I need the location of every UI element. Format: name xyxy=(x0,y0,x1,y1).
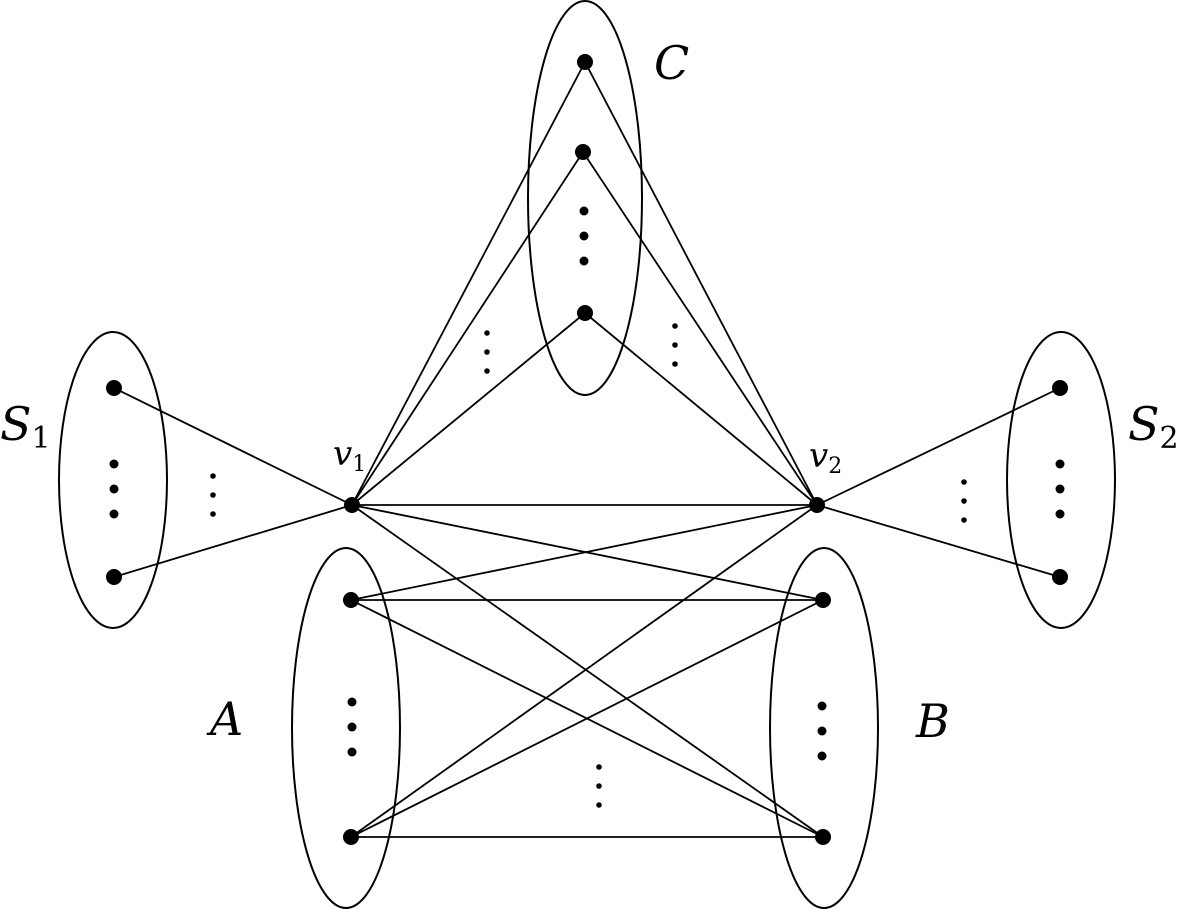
set-b-label: B xyxy=(915,694,950,748)
set-c-ellipse xyxy=(527,0,643,396)
set-a-ellipse xyxy=(291,547,401,909)
edge xyxy=(351,504,824,838)
ellipsis-c xyxy=(579,206,589,266)
edge xyxy=(351,312,586,506)
ellipsis-v2-c-edges xyxy=(672,323,678,367)
set-s1-sub: 1 xyxy=(32,421,51,456)
edge xyxy=(113,504,353,578)
edge xyxy=(816,504,1061,578)
ellipsis-a-b-edges xyxy=(596,764,602,808)
edge xyxy=(350,599,824,838)
ellipsis-s1 xyxy=(109,459,119,519)
vertex-v1-sub: 1 xyxy=(352,452,366,477)
vertex-v2-base: v xyxy=(809,436,828,476)
vertex-v1 xyxy=(344,497,360,513)
vertex-b-1 xyxy=(815,592,831,608)
ellipsis-s2-edges xyxy=(961,479,967,523)
vertex-v2-sub: 2 xyxy=(828,454,842,479)
edge xyxy=(584,61,818,506)
set-s2-label: S2 xyxy=(1128,397,1178,456)
set-s1-ellipse xyxy=(58,331,168,629)
set-b-ellipse xyxy=(769,547,879,909)
vertex-b-2 xyxy=(815,829,831,845)
set-s1-label: S1 xyxy=(0,397,51,456)
vertex-s2-1 xyxy=(1052,380,1068,396)
ellipsis-b xyxy=(817,701,827,761)
vertex-s2-2 xyxy=(1052,569,1068,585)
ellipsis-s1-edges xyxy=(210,473,216,517)
set-s2-ellipse xyxy=(1006,331,1116,629)
ellipsis-v1-c-edges xyxy=(484,330,490,374)
edge xyxy=(113,387,353,506)
vertex-s1-1 xyxy=(106,380,122,396)
vertex-a-2 xyxy=(343,829,359,845)
vertex-v2-label: v2 xyxy=(809,436,842,479)
vertex-c-3 xyxy=(577,305,593,321)
edge xyxy=(350,504,818,601)
set-c-label: C xyxy=(654,36,689,90)
vertex-v1-base: v xyxy=(333,434,352,474)
edge xyxy=(351,61,586,506)
edge xyxy=(816,387,1061,506)
edge xyxy=(584,312,818,506)
vertex-a-1 xyxy=(343,592,359,608)
vertex-v2 xyxy=(809,497,825,513)
set-s2-sub: 2 xyxy=(1160,421,1178,456)
edge xyxy=(351,151,584,506)
vertex-c-1 xyxy=(577,54,593,70)
set-a-label: A xyxy=(206,692,243,746)
ellipsis-a xyxy=(347,697,357,757)
edge xyxy=(582,151,818,506)
set-s1-base: S xyxy=(0,397,32,451)
vertex-v1-label: v1 xyxy=(333,434,366,477)
vertex-c-2 xyxy=(575,144,591,160)
edge xyxy=(350,504,818,838)
set-s2-base: S xyxy=(1128,397,1160,451)
vertex-s1-2 xyxy=(106,569,122,585)
ellipsis-s2 xyxy=(1055,459,1065,519)
